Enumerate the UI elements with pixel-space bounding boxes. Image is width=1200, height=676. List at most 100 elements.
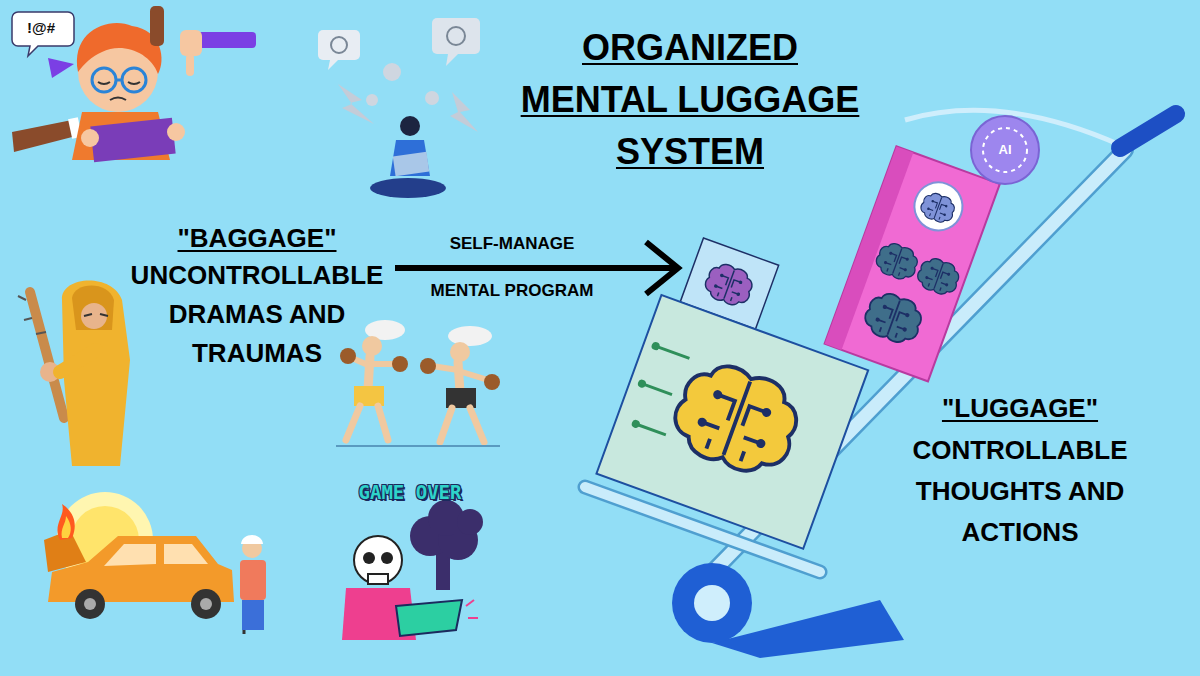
boxers-illustration bbox=[432, 366, 488, 380]
luggage-boxes bbox=[908, 176, 970, 238]
stressed-person-illustration bbox=[432, 18, 480, 54]
stressed-person-illustration bbox=[390, 140, 430, 176]
boxers-illustration bbox=[450, 342, 470, 362]
hand-truck-illustration bbox=[983, 128, 1027, 172]
stressed-person-illustration bbox=[366, 94, 378, 106]
game-over-illustration bbox=[381, 552, 393, 564]
game-over-illustration bbox=[396, 600, 462, 636]
stressed-person-illustration bbox=[447, 27, 465, 45]
hooded-figure-illustration bbox=[60, 350, 96, 372]
boxers-illustration bbox=[336, 320, 500, 446]
boxers-illustration bbox=[484, 374, 500, 390]
kid-illustration bbox=[150, 6, 164, 46]
title: ORGANIZED MENTAL LUGGAGE SYSTEM bbox=[510, 22, 870, 178]
car-illustration bbox=[57, 504, 74, 540]
hooded-figure-illustration bbox=[30, 292, 64, 418]
car-illustration bbox=[241, 535, 263, 544]
kid-illustration bbox=[116, 79, 122, 82]
car-illustration bbox=[240, 560, 266, 600]
luggage-boxes bbox=[701, 260, 756, 310]
hooded-figure-illustration bbox=[72, 286, 114, 331]
boxers-illustration bbox=[336, 445, 500, 447]
kid-illustration bbox=[98, 82, 140, 84]
game-over-illustration bbox=[354, 536, 402, 584]
boxers-illustration bbox=[392, 356, 408, 372]
icon-text: AI bbox=[999, 142, 1012, 158]
bubble-symbols: !@# bbox=[27, 19, 55, 37]
boxers-illustration bbox=[440, 408, 484, 442]
game-text: GAME OVER bbox=[359, 481, 462, 503]
hooded-figure-illustration bbox=[84, 314, 108, 316]
game-over-illustration bbox=[368, 574, 388, 584]
section-text: CONTROLLABLE THOUGHTS AND ACTIONS bbox=[912, 430, 1127, 553]
car-illustration bbox=[62, 516, 71, 538]
flow-arrow bbox=[395, 265, 674, 271]
stressed-person-illustration bbox=[383, 63, 401, 81]
kid-illustration bbox=[167, 123, 185, 141]
car-illustration bbox=[243, 630, 246, 634]
car-illustration bbox=[164, 544, 208, 564]
stressed-person-illustration bbox=[446, 54, 458, 66]
stressed-person-illustration bbox=[393, 152, 429, 177]
stressed-person-illustration bbox=[338, 84, 374, 124]
hand-truck-illustration bbox=[672, 563, 752, 643]
car-illustration bbox=[200, 598, 212, 610]
kid-illustration bbox=[81, 129, 99, 147]
luggage-boxes bbox=[631, 419, 641, 429]
stressed-person-illustration bbox=[318, 18, 480, 198]
car-illustration bbox=[242, 600, 264, 630]
car-illustration bbox=[191, 589, 221, 619]
boxers-illustration bbox=[340, 348, 356, 364]
luggage-boxes bbox=[860, 288, 926, 348]
arrow-label: MENTAL PROGRAM bbox=[431, 281, 594, 301]
hooded-figure-illustration bbox=[81, 303, 107, 329]
kid-illustration bbox=[110, 98, 126, 101]
kid-illustration bbox=[12, 6, 256, 162]
hand-truck-illustration bbox=[1120, 114, 1176, 148]
hand-truck-illustration bbox=[585, 88, 1176, 658]
stressed-person-illustration bbox=[425, 91, 439, 105]
stressed-person-illustration bbox=[400, 116, 420, 136]
kid-illustration bbox=[198, 32, 256, 48]
boxers-illustration bbox=[352, 358, 396, 366]
hooded-figure-illustration bbox=[18, 280, 130, 466]
arrow-label: SELF-MANAGE bbox=[450, 234, 575, 254]
boxers-illustration bbox=[448, 326, 492, 346]
kid-illustration bbox=[12, 120, 76, 152]
luggage-boxes bbox=[637, 379, 647, 389]
car-illustration bbox=[84, 598, 96, 610]
kid-illustration bbox=[92, 68, 116, 92]
boxers-illustration bbox=[420, 358, 436, 374]
luggage-boxes bbox=[825, 146, 1000, 381]
hooded-figure-illustration bbox=[18, 296, 46, 334]
game-over-illustration bbox=[342, 500, 483, 640]
kid-illustration bbox=[90, 118, 175, 162]
section-heading: "LUGGAGE" bbox=[942, 392, 1098, 424]
luggage-boxes bbox=[665, 354, 809, 484]
luggage-boxes bbox=[914, 254, 963, 298]
hand-truck-illustration bbox=[694, 585, 730, 621]
kid-illustration bbox=[48, 58, 74, 78]
luggage-boxes bbox=[918, 190, 958, 226]
boxers-illustration bbox=[458, 362, 460, 392]
hooded-figure-illustration bbox=[62, 280, 130, 466]
boxers-illustration bbox=[346, 406, 388, 440]
luggage-boxes bbox=[650, 341, 660, 351]
kid-illustration bbox=[186, 54, 194, 76]
stressed-person-illustration bbox=[370, 178, 446, 198]
flow-arrow bbox=[646, 242, 678, 294]
car-illustration bbox=[75, 589, 105, 619]
kid-illustration bbox=[12, 12, 74, 56]
kid-illustration bbox=[180, 30, 202, 56]
game-over-illustration bbox=[466, 600, 478, 618]
stressed-person-illustration bbox=[318, 30, 360, 60]
boxers-illustration bbox=[362, 336, 382, 356]
car-illustration bbox=[104, 544, 156, 566]
section-heading: "BAGGAGE" bbox=[178, 222, 337, 254]
stressed-person-illustration bbox=[331, 37, 347, 53]
kid-illustration bbox=[122, 68, 146, 92]
game-over-illustration bbox=[457, 509, 483, 535]
section-text: UNCONTROLLABLE DRAMAS AND TRAUMAS bbox=[131, 256, 384, 373]
